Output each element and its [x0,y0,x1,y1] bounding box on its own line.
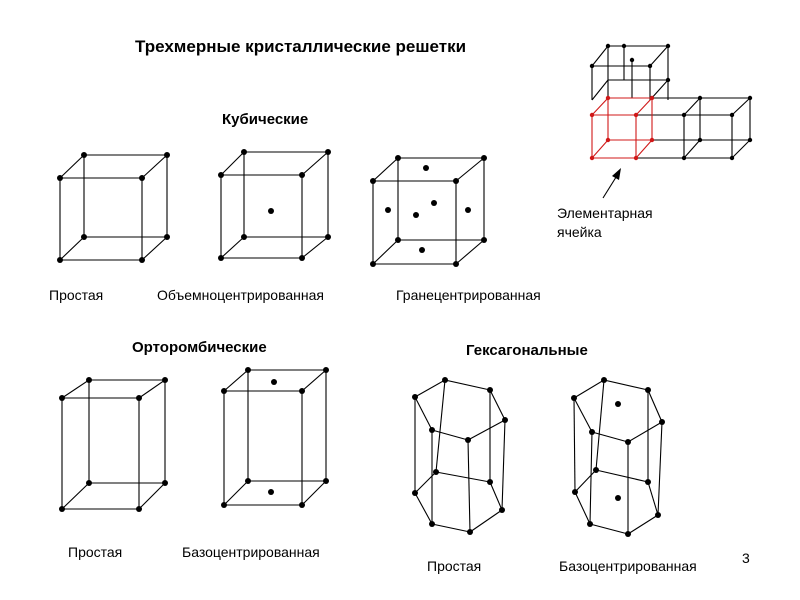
unit-cell-caption: Элементарная ячейка [557,205,653,240]
label-cubic-simple: Простая [49,287,104,303]
highlighted-unit-cell [589,95,655,161]
ortho-base-centered-lattice [221,367,329,508]
label-hex-base-centered: Базоцентрированная [559,558,697,574]
unit-cell-arrow [602,168,621,199]
hex-base-centered-lattice [571,377,665,537]
ortho-simple-lattice [59,377,168,512]
label-cubic-face-centered: Гранецентрированная [396,287,541,303]
section-hexagonal-title: Гексагональные [466,342,588,359]
cubic-body-centered-lattice [218,149,331,261]
page-title: Трехмерные кристаллические решетки [135,37,467,56]
cubic-simple-lattice [57,152,170,263]
page-number: 3 [742,550,750,566]
label-ortho-simple: Простая [68,544,123,560]
section-cubic-title: Кубические [222,111,309,128]
unit-cell-lattice [589,43,753,161]
section-orthorhombic-title: Орторомбические [132,339,267,356]
label-hex-simple: Простая [427,558,482,574]
label-cubic-body-centered: Объемноцентрированная [157,287,324,303]
label-ortho-base-centered: Базоцентрированная [182,544,320,560]
cubic-face-centered-lattice [370,155,487,267]
hex-simple-lattice [412,377,508,535]
